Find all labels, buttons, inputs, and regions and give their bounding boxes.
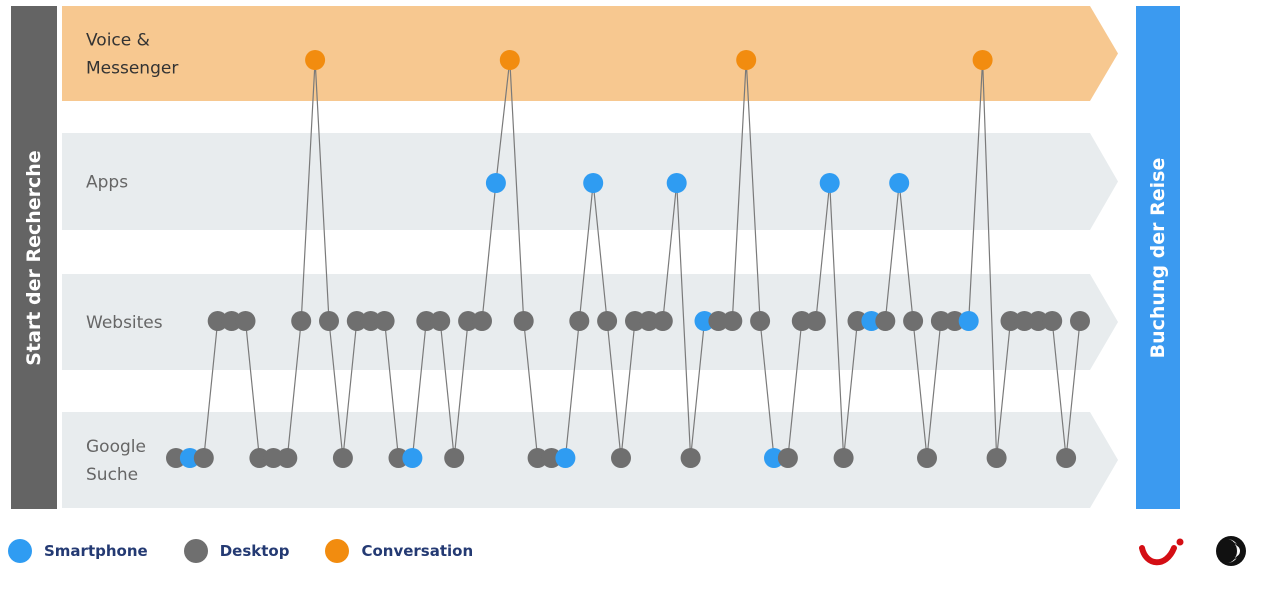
- moon-logo-icon: [1216, 536, 1246, 566]
- booking-bar: Buchung der Reise: [1136, 6, 1180, 509]
- journey-connector-line: [176, 59, 1081, 459]
- lane-voice: [62, 6, 1118, 101]
- journey-touchpoint-desktop: [416, 311, 437, 331]
- desktop-dot-icon: [183, 539, 208, 563]
- journey-touchpoint-desktop: [332, 448, 353, 468]
- journey-touchpoint-desktop: [374, 311, 395, 331]
- legend-item-desktop: Desktop: [183, 539, 290, 563]
- journey-touchpoint-desktop: [263, 448, 284, 468]
- journey-touchpoint-desktop: [541, 448, 562, 468]
- journey-touchpoint-desktop: [360, 311, 381, 331]
- journey-touchpoint-desktop: [249, 448, 270, 468]
- journey-touchpoint-conversation: [972, 50, 993, 70]
- journey-touchpoint-smartphone: [583, 173, 604, 193]
- journey-touchpoint-desktop: [1070, 311, 1090, 331]
- conversation-dot-icon: [325, 539, 350, 563]
- lane-label-google: Suche: [86, 465, 138, 485]
- start-bar: Start der Recherche: [11, 6, 57, 509]
- journey-touchpoint-desktop: [833, 448, 854, 468]
- lane-label-voice: Voice &: [86, 31, 150, 51]
- journey-touchpoint-desktop: [722, 311, 743, 331]
- journey-touchpoint-conversation: [305, 50, 326, 70]
- booking-bar-label: Buchung der Reise: [1147, 157, 1169, 358]
- journey-touchpoint-smartphone: [958, 311, 979, 331]
- journey-touchpoint-desktop: [291, 311, 312, 331]
- journey-touchpoint-desktop: [875, 311, 896, 331]
- journey-touchpoint-desktop: [903, 311, 924, 331]
- journey-touchpoint-desktop: [680, 448, 701, 468]
- journey-touchpoint-smartphone: [861, 311, 882, 331]
- journey-touchpoint-desktop: [193, 448, 214, 468]
- journey-touchpoint-desktop: [1000, 311, 1021, 331]
- journey-touchpoint-desktop: [388, 448, 409, 468]
- journey-touchpoint-smartphone: [694, 311, 715, 331]
- journey-touchpoint-desktop: [1056, 448, 1077, 468]
- journey-touchpoint-desktop: [652, 311, 673, 331]
- journey-touchpoint-desktop: [472, 311, 492, 331]
- journey-touchpoint-desktop: [611, 448, 631, 468]
- legend: Smartphone Desktop Conversation: [8, 538, 509, 564]
- journey-touchpoint-desktop: [1042, 311, 1063, 331]
- lane-label-voice: Messenger: [86, 59, 178, 79]
- tui-logo-icon: [1139, 538, 1184, 566]
- legend-item-conversation: Conversation: [325, 539, 473, 563]
- legend-item-smartphone: Smartphone: [8, 539, 148, 563]
- lane-label-websites: Websites: [86, 313, 163, 333]
- lane-google: [62, 412, 1118, 508]
- legend-label-desktop: Desktop: [219, 542, 290, 560]
- journey-touchpoint-smartphone: [819, 173, 840, 193]
- journey-touchpoint-desktop: [597, 311, 618, 331]
- lane-label-google: Google: [86, 437, 146, 457]
- journey-touchpoint-desktop: [777, 448, 798, 468]
- journey-touchpoint-desktop: [166, 448, 186, 468]
- journey-touchpoint-desktop: [235, 311, 256, 331]
- journey-touchpoint-smartphone: [666, 173, 687, 193]
- lane-websites: [62, 274, 1118, 370]
- journey-touchpoint-conversation: [736, 50, 757, 70]
- journey-touchpoint-desktop: [986, 448, 1007, 468]
- smartphone-dot-icon: [8, 539, 32, 563]
- journey-touchpoint-desktop: [638, 311, 659, 331]
- journey-touchpoint-desktop: [458, 311, 479, 331]
- journey-touchpoint-desktop: [917, 448, 937, 468]
- journey-touchpoint-smartphone: [764, 448, 784, 468]
- journey-touchpoint-smartphone: [485, 173, 506, 193]
- journey-touchpoint-desktop: [1028, 311, 1049, 331]
- journey-touchpoint-desktop: [430, 311, 451, 331]
- legend-label-conversation: Conversation: [361, 542, 474, 560]
- start-bar-label: Start der Recherche: [23, 149, 45, 366]
- journey-touchpoint-desktop: [625, 311, 645, 331]
- journey-touchpoint-desktop: [444, 448, 465, 468]
- journey-touchpoint-conversation: [499, 50, 520, 70]
- journey-touchpoint-desktop: [1014, 311, 1035, 331]
- journey-touchpoint-smartphone: [179, 448, 200, 468]
- journey-touchpoint-desktop: [319, 311, 339, 331]
- journey-touchpoint-desktop: [930, 311, 951, 331]
- journey-touchpoint-smartphone: [889, 173, 910, 193]
- journey-touchpoint-desktop: [750, 311, 771, 331]
- legend-label-smartphone: Smartphone: [44, 542, 148, 560]
- journey-touchpoint-desktop: [847, 311, 868, 331]
- journey-touchpoint-desktop: [708, 311, 729, 331]
- journey-touchpoint-desktop: [944, 311, 965, 331]
- journey-touchpoint-smartphone: [402, 448, 423, 468]
- journey-touchpoint-smartphone: [555, 448, 576, 468]
- journey-touchpoint-desktop: [805, 311, 826, 331]
- journey-touchpoint-desktop: [791, 311, 812, 331]
- journey-touchpoint-desktop: [221, 311, 242, 331]
- journey-touchpoint-desktop: [207, 311, 228, 331]
- journey-touchpoint-desktop: [513, 311, 534, 331]
- journey-touchpoint-desktop: [527, 448, 548, 468]
- lane-label-apps: Apps: [86, 173, 128, 193]
- journey-touchpoint-desktop: [277, 448, 298, 468]
- journey-touchpoint-desktop: [346, 311, 367, 331]
- journey-touchpoint-desktop: [569, 311, 590, 331]
